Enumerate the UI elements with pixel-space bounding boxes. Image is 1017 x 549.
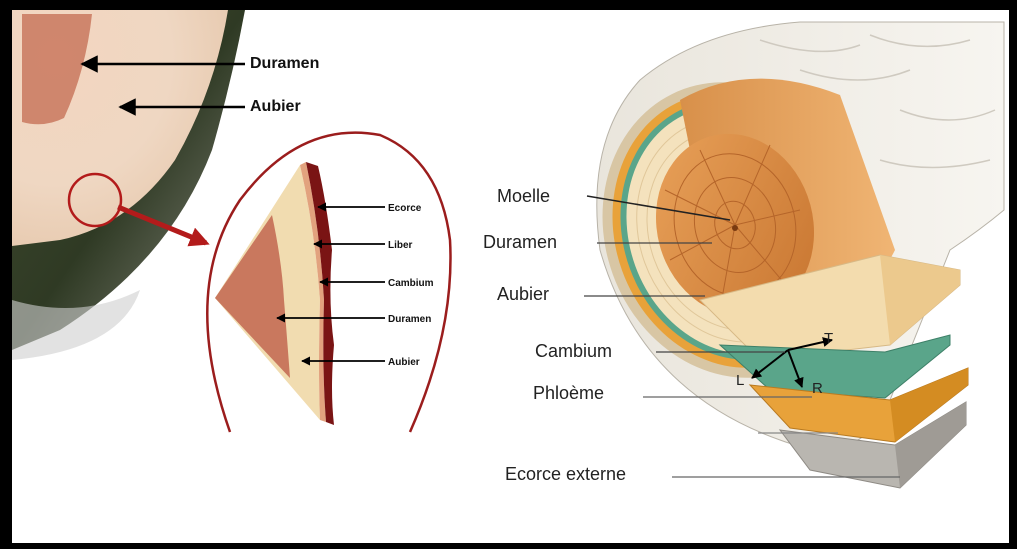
svg-text:Aubier: Aubier	[388, 357, 420, 368]
svg-text:Aubier: Aubier	[497, 284, 549, 304]
trunk-illustration: T L R	[562, 22, 1004, 488]
svg-text:Cambium: Cambium	[535, 341, 612, 361]
svg-text:Aubier: Aubier	[250, 98, 301, 115]
svg-text:Liber: Liber	[388, 240, 413, 251]
svg-text:Ecorce: Ecorce	[388, 203, 422, 214]
svg-text:Ecorce externe: Ecorce externe	[505, 464, 626, 484]
svg-text:Duramen: Duramen	[483, 232, 557, 252]
svg-text:Duramen: Duramen	[250, 55, 319, 72]
svg-text:Cambium: Cambium	[388, 278, 434, 289]
axis-r-label: R	[812, 380, 823, 397]
axis-t-label: T	[824, 330, 833, 347]
svg-text:Duramen: Duramen	[388, 314, 431, 325]
svg-text:Moelle: Moelle	[497, 186, 550, 206]
axis-l-label: L	[736, 372, 744, 389]
svg-text:Phloème: Phloème	[533, 383, 604, 403]
pith	[732, 225, 738, 231]
